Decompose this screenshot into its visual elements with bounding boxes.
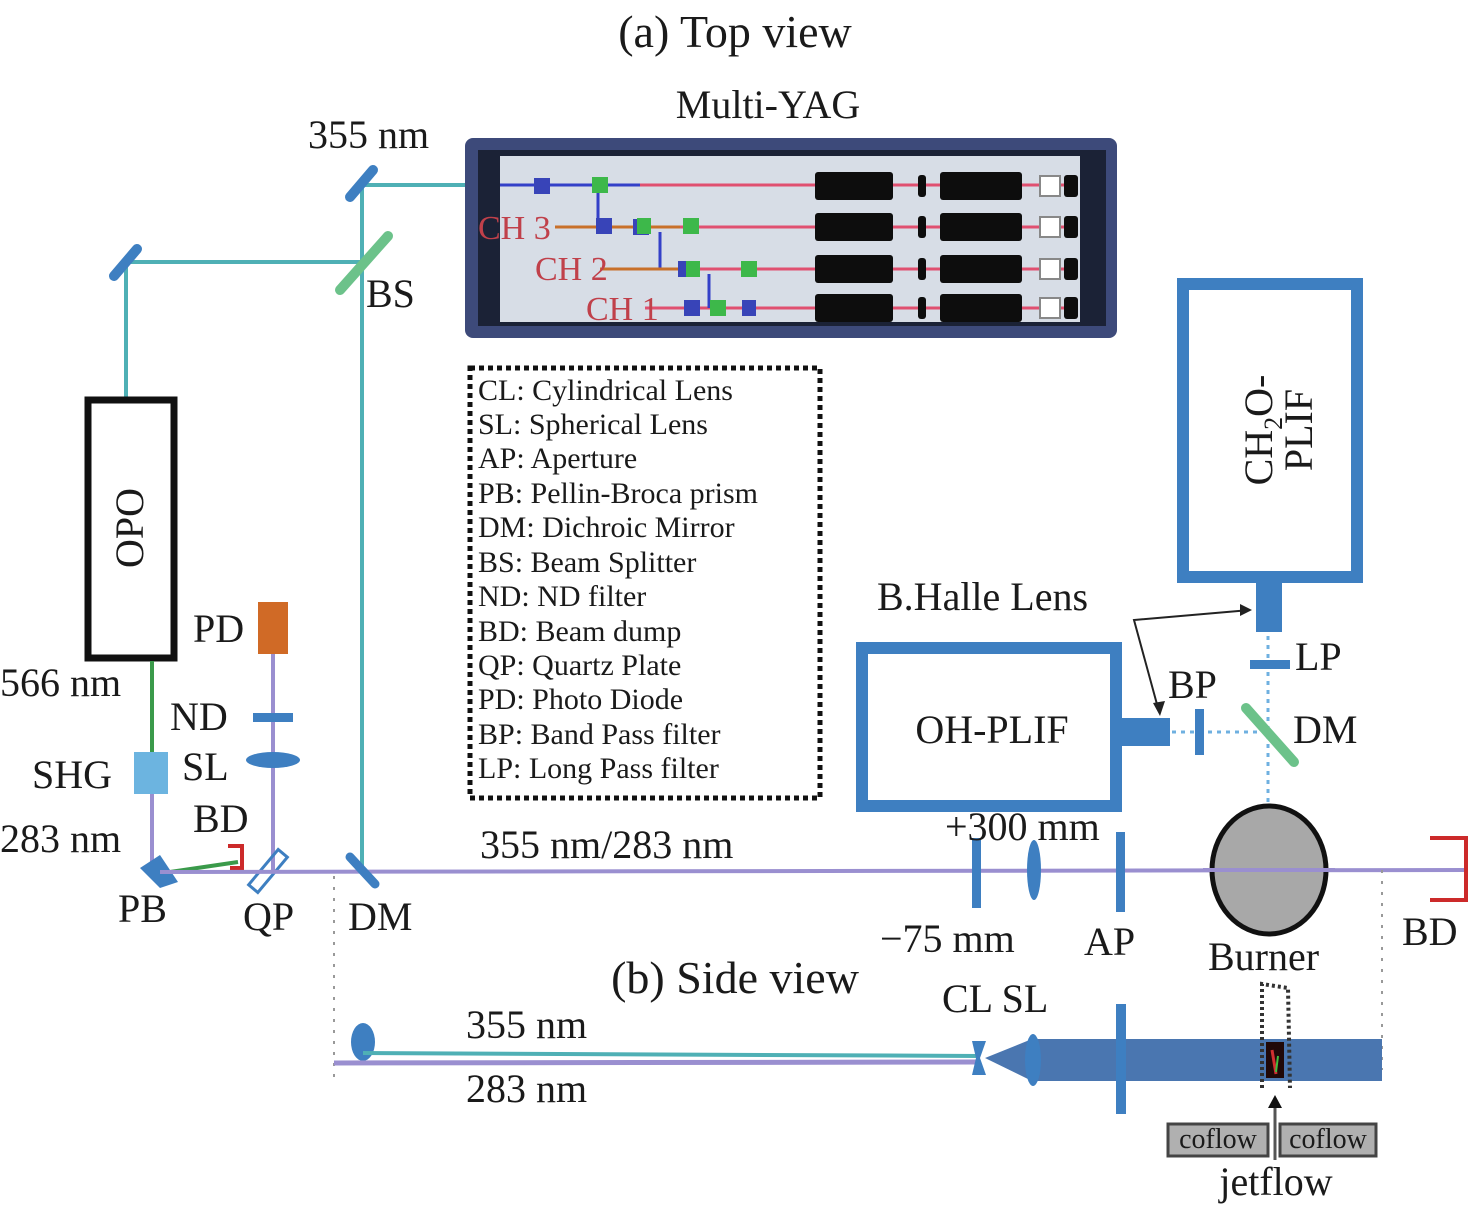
legend-item: PB: Pellin-Broca prism (478, 477, 758, 510)
label-plus300mm: +300 mm (945, 804, 1100, 849)
label-minus75mm: −75 mm (880, 916, 1015, 961)
label-pd: PD (193, 606, 244, 651)
ch2o-text-plif: PLIF (1276, 389, 1321, 471)
band-pass-filter (1195, 709, 1204, 755)
photo-diode (258, 602, 288, 654)
side-beam-355 (362, 1051, 981, 1058)
side-aperture (1116, 1004, 1126, 1114)
label-bd-right: BD (1402, 909, 1458, 954)
oh-plif-camera (856, 642, 1122, 812)
ch2o-text-ch: CH (1236, 430, 1281, 486)
oh-plif-label: OH-PLIF (915, 707, 1068, 752)
label-dm-bottom: DM (348, 894, 412, 939)
flame-green-streak (1275, 1055, 1279, 1073)
legend-item: PD: Photo Diode (478, 683, 683, 716)
label-jetflow: jetflow (1217, 1159, 1332, 1204)
legend-item: LP: Long Pass filter (478, 752, 719, 785)
label-bd-left: BD (193, 796, 249, 841)
side-beam-283 (333, 1059, 981, 1066)
quartz-plate (246, 847, 290, 895)
legend-item: DM: Dichroic Mirror (478, 511, 735, 544)
label-shg: SHG (32, 752, 112, 797)
multi-yag-laser (465, 138, 1117, 338)
legend-item: BS: Beam Splitter (478, 546, 696, 579)
spherical-lens-top (1027, 840, 1041, 900)
channel-label-ch1: CH 1 (586, 291, 659, 328)
mirror-opo-turn (109, 244, 142, 281)
label-bs: BS (366, 271, 415, 316)
flame-outline (1260, 981, 1292, 1089)
label-dm-right: DM (1293, 707, 1357, 752)
label-side-355nm: 355 nm (466, 1002, 587, 1047)
label-283nm: 283 nm (0, 816, 121, 861)
label-566nm: 566 nm (0, 660, 121, 705)
label-ap: AP (1084, 919, 1135, 964)
legend-item: QP: Quartz Plate (478, 649, 681, 682)
top-view-title: (a) Top view (618, 6, 852, 57)
legend-item: SL: Spherical Lens (478, 408, 708, 441)
aperture-top (1116, 832, 1125, 912)
arrow-head-oh (1153, 701, 1165, 716)
label-qp: QP (243, 894, 294, 939)
label-lp: LP (1295, 634, 1342, 679)
dichroic-mirror-detection (1241, 703, 1299, 767)
side-spherical-lens (1025, 1034, 1041, 1086)
arrow-head-ch2o (1240, 604, 1252, 616)
beam-dump-right (1430, 836, 1468, 902)
label-pb: PB (118, 886, 167, 931)
multi-yag-label: Multi-YAG (676, 82, 860, 127)
ch2o-text-o: O- (1236, 375, 1281, 417)
ch2o-plif-camera (1177, 278, 1363, 583)
ch2o-lens (1256, 582, 1282, 632)
label-cl-sl: CL SL (942, 976, 1048, 1021)
mirror-355 (345, 165, 378, 202)
shg-crystal (134, 752, 168, 794)
coflow-right (1278, 1122, 1378, 1158)
ch2o-subscript: 2 (1259, 417, 1288, 430)
oh-lens (1122, 718, 1170, 746)
legend-item: BP: Band Pass filter (478, 718, 721, 751)
beam-355-path (124, 183, 465, 870)
legend-box (467, 365, 823, 801)
legend-item: BD: Beam dump (478, 615, 681, 648)
cylindrical-lens-top (972, 838, 981, 908)
side-cylindrical-lens (972, 1041, 986, 1075)
label-beam-355-283: 355 nm/283 nm (480, 822, 733, 867)
label-bp: BP (1168, 662, 1217, 707)
pellin-broca-prism (140, 855, 178, 888)
opo-label: OPO (107, 488, 152, 568)
channel-label-ch2: CH 2 (535, 251, 608, 288)
beam-splitter (335, 231, 393, 295)
svg-text:CH2O-: CH2O- (1236, 375, 1288, 486)
beam-dump-left (228, 844, 244, 870)
channel-label-ch3: CH 3 (478, 210, 551, 247)
jet-arrow-head (1268, 1095, 1282, 1108)
label-coflow-right: coflow (1289, 1124, 1368, 1155)
side-mirror (351, 1023, 375, 1061)
label-sl-left: SL (182, 744, 229, 789)
label-nd: ND (170, 694, 228, 739)
legend-list: CL: Cylindrical Lens SL: Spherical Lens … (478, 374, 758, 785)
spherical-lens-pd (246, 752, 300, 768)
label-coflow-left: coflow (1179, 1124, 1258, 1155)
laser-sheet (985, 1039, 1382, 1081)
opo-box (84, 396, 178, 662)
long-pass-filter (1250, 660, 1290, 669)
legend-item: CL: Cylindrical Lens (478, 374, 733, 407)
label-side-283nm: 283 nm (466, 1066, 587, 1111)
side-view-title: (b) Side view (611, 952, 860, 1003)
label-halle-lens: B.Halle Lens (877, 574, 1088, 619)
nd-filter (253, 713, 293, 722)
legend-item: AP: Aperture (478, 442, 637, 475)
legend-item: ND: ND filter (478, 580, 646, 613)
label-355nm-top: 355 nm (308, 112, 429, 157)
halle-arrows (1132, 609, 1251, 709)
dichroic-mirror-main (345, 852, 380, 889)
coflow-left (1166, 1122, 1270, 1158)
ch2o-plif-label: CH2O- PLIF (1236, 375, 1321, 486)
label-burner: Burner (1208, 934, 1319, 979)
